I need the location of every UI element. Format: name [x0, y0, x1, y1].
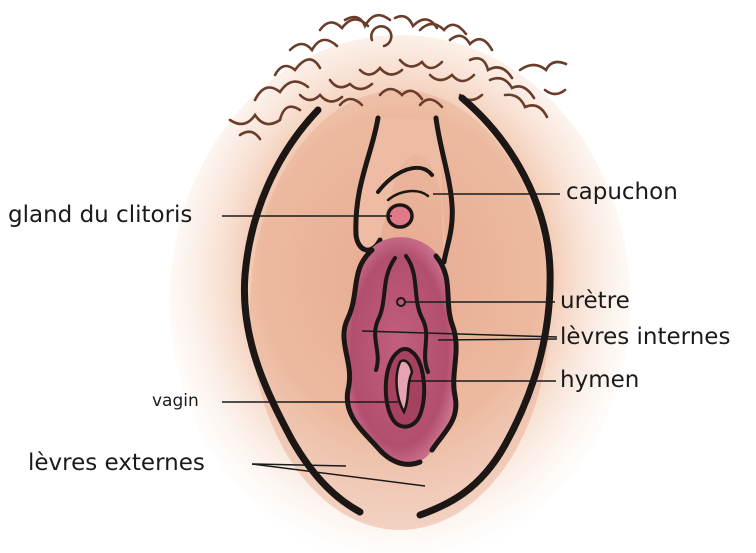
label-hymen: hymen — [560, 369, 639, 392]
leader-line-inner-labia-right — [438, 339, 557, 340]
label-hood: capuchon — [566, 181, 678, 204]
label-clitoris-glans: gland du clitoris — [8, 204, 192, 227]
label-inner-labia: lèvres internes — [560, 326, 730, 349]
label-outer-labia: lèvres externes — [28, 452, 205, 475]
label-vagina: vagin — [152, 393, 199, 410]
label-urethra: urètre — [560, 290, 630, 313]
